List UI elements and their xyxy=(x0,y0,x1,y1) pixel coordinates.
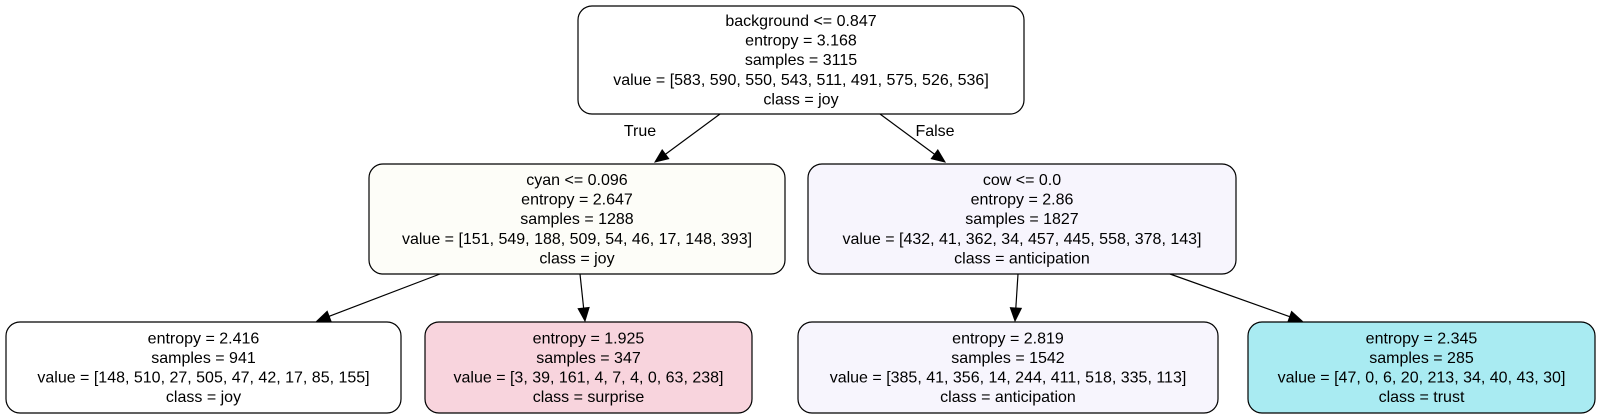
edge-line xyxy=(1015,273,1019,309)
node-line: value = [385, 41, 356, 14, 244, 411, 518… xyxy=(830,370,1187,387)
node-line: cow <= 0.0 xyxy=(983,172,1061,189)
node-line: entropy = 3.168 xyxy=(745,33,857,50)
tree-node-n4: entropy = 1.925 samples = 347 value = [3, … xyxy=(424,321,753,414)
edge-n1-n3 xyxy=(315,273,441,323)
node-line: entropy = 1.925 xyxy=(533,330,645,347)
node-line: cyan <= 0.096 xyxy=(526,172,628,189)
node-line: value = [151, 549, 188, 509, 54, 46, 17,… xyxy=(402,231,752,248)
node-line: class = anticipation xyxy=(940,389,1076,406)
tree-node-n6: entropy = 2.345 samples = 285 value = [47,… xyxy=(1247,321,1596,414)
node-line: background <= 0.847 xyxy=(725,13,876,30)
node-line: class = joy xyxy=(539,250,614,267)
node-line: value = [148, 510, 27, 505, 47, 42, 17, … xyxy=(37,370,369,387)
node-line: samples = 1288 xyxy=(520,211,634,228)
arrowhead-icon xyxy=(1009,307,1023,323)
edge-line xyxy=(665,113,721,155)
tree-node-n5: entropy = 2.819 samples = 1542 value = [38… xyxy=(797,321,1219,414)
node-box xyxy=(1247,321,1596,414)
node-box xyxy=(424,321,753,414)
node-line: class = joy xyxy=(763,91,838,108)
node-line: value = [3, 39, 161, 4, 7, 4, 0, 63, 238… xyxy=(454,370,724,387)
node-box xyxy=(5,321,402,414)
tree-node-n2: cow <= 0.0 entropy = 2.86 samples = 1827 va… xyxy=(807,163,1237,275)
node-line: samples = 1542 xyxy=(951,350,1065,367)
node-box xyxy=(807,163,1237,275)
node-line: value = [583, 590, 550, 543, 511, 491, 5… xyxy=(613,72,989,89)
node-line: entropy = 2.86 xyxy=(971,192,1074,209)
edge-n1-n4 xyxy=(577,273,590,323)
edge-line xyxy=(328,273,441,317)
edge-line xyxy=(579,273,585,309)
edge-line xyxy=(879,113,935,155)
edge-n2-n5 xyxy=(1009,273,1023,323)
arrowhead-icon xyxy=(577,306,590,323)
node-line: class = surprise xyxy=(533,389,645,406)
edge-label: True xyxy=(624,123,656,140)
arrowhead-icon xyxy=(315,310,332,323)
node-line: class = anticipation xyxy=(954,250,1090,267)
node-line: samples = 285 xyxy=(1369,350,1474,367)
edge-root-n2: False xyxy=(879,113,955,163)
node-box xyxy=(577,5,1025,115)
node-line: class = trust xyxy=(1379,389,1465,406)
edge-line xyxy=(1169,273,1290,318)
edges-layer: True False xyxy=(315,113,1304,323)
arrowhead-icon xyxy=(1287,310,1304,323)
tree-node-n3: entropy = 2.416 samples = 941 value = [148… xyxy=(5,321,402,414)
edge-n2-n6 xyxy=(1169,273,1304,323)
node-line: samples = 941 xyxy=(151,350,256,367)
node-line: value = [47, 0, 6, 20, 213, 34, 40, 43, … xyxy=(1278,370,1566,387)
node-line: entropy = 2.647 xyxy=(521,192,633,209)
edge-root-n1: True xyxy=(624,113,721,163)
tree-node-n1: cyan <= 0.096 entropy = 2.647 samples = 12… xyxy=(368,163,786,275)
node-line: class = joy xyxy=(166,389,241,406)
node-box xyxy=(797,321,1219,414)
arrowhead-icon xyxy=(653,148,670,163)
node-line: samples = 1827 xyxy=(965,211,1079,228)
node-line: samples = 3115 xyxy=(745,52,857,69)
edge-label: False xyxy=(915,123,954,140)
nodes-layer: background <= 0.847 entropy = 3.168 sample… xyxy=(5,5,1596,414)
node-line: entropy = 2.345 xyxy=(1366,330,1478,347)
node-line: value = [432, 41, 362, 34, 457, 445, 558… xyxy=(843,231,1202,248)
arrowhead-icon xyxy=(930,148,947,163)
node-box xyxy=(368,163,786,275)
node-line: entropy = 2.416 xyxy=(148,330,260,347)
node-line: samples = 347 xyxy=(536,350,641,367)
tree-node-root: background <= 0.847 entropy = 3.168 sample… xyxy=(577,5,1025,115)
node-line: entropy = 2.819 xyxy=(952,330,1064,347)
